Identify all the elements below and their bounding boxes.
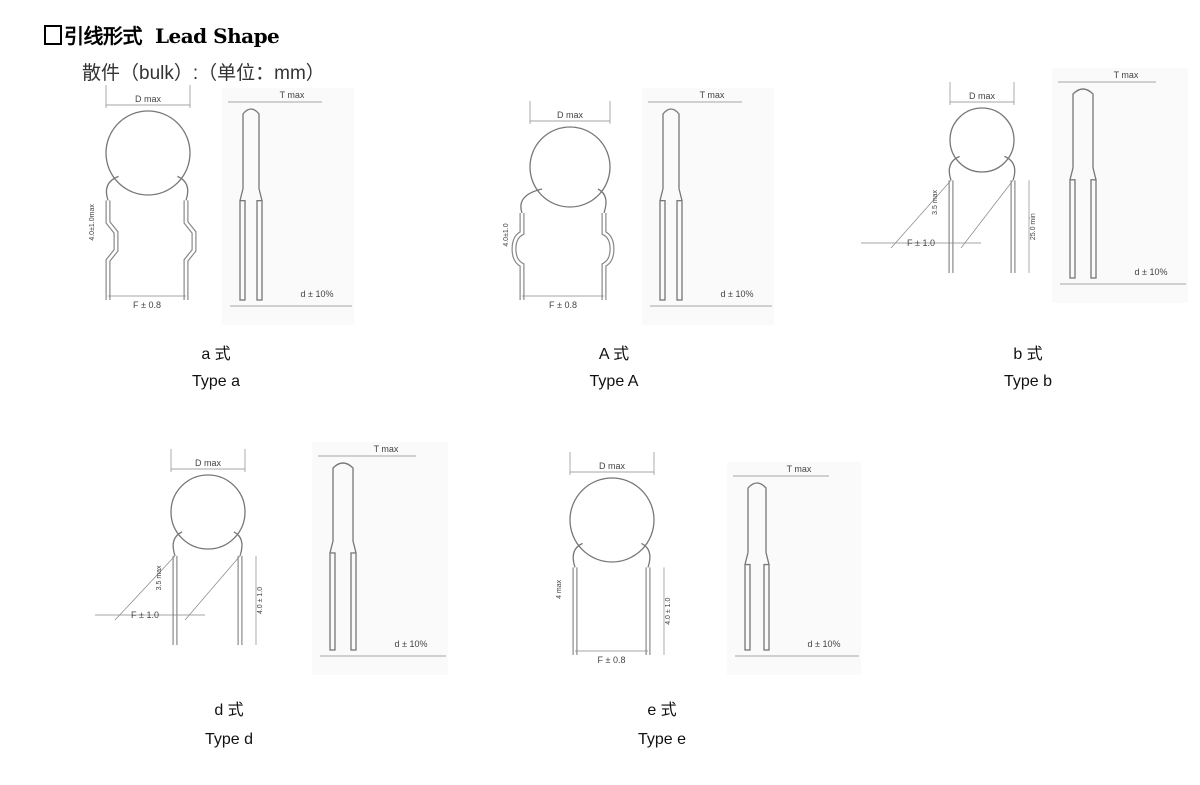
coating-left [948,155,960,181]
lead-length-label: 4.0 ± 1.0 [257,587,264,614]
lead-wire [763,563,770,651]
height-label: 3.5 max [156,565,163,590]
lead-diameter-label: d ± 10% [808,639,841,649]
caption-en-a: Type a [191,373,241,390]
title-en: Lead Shape [154,24,280,48]
f-label: F ± 0.8 [598,655,626,665]
d-max-dimension-label: D max [557,110,584,120]
lead-wire [1090,179,1097,279]
lead-wire-fill [512,213,524,300]
height-label: 4.0±1.0 [503,223,510,246]
side-view: T max d ± 10% [1052,68,1188,303]
f-diagonal [114,555,176,621]
figure-type-d: D max F ± 1.0 3.5 max 4.0 ± 1.0 T max d ± 10% [95,442,448,675]
d-max-dimension-label: D max [135,94,162,104]
caption-cn-d: d 式 [214,702,244,719]
figure-type-e: D max F ± 0.8 4 max 4.0 ± 1.0 T max d ± 10% [556,452,861,675]
lead-diameter-label: d ± 10% [721,289,754,299]
coating-right [177,175,189,201]
side-view-panel [642,88,774,325]
t-max-label: T max [280,90,305,100]
lead-wire [329,552,336,651]
lead-wire-fill [106,200,118,300]
caption-cn-b: b 式 [1013,346,1043,363]
coating-right [233,531,243,557]
capacitor-disc [949,107,1015,173]
lead-wire [239,199,246,301]
caption-en-d: Type d [204,731,254,748]
f-label: F ± 0.8 [549,300,577,310]
figure-type-A: D max F ± 0.8 4.0±1.0 T max d ± 10% [503,88,774,325]
caption-en-A: Type A [589,373,639,390]
disc-edge [239,108,263,201]
coating-right [1004,155,1016,181]
front-view: D max F ± 0.8 4.0±1.0 [503,101,615,310]
capacitor-disc [569,477,655,563]
disc-edge [1069,88,1097,180]
lead-wire [350,552,357,651]
lead-wire [744,563,751,651]
capacitor-disc [105,110,191,196]
caption-en-e: Type e [637,731,687,748]
section-title: 引线形式 Lead Shape [44,20,280,49]
lead-wire-fill [602,213,614,300]
lead-wire [256,199,263,301]
lead-wire [676,199,683,301]
coating-left [520,188,543,214]
disc-edge [659,108,683,201]
lead-diameter-label: d ± 10% [301,289,334,299]
checkbox-square-icon [44,25,62,45]
d-max-dimension-label: D max [195,458,222,468]
d-max-dimension-label: D max [599,461,626,471]
coating-left [105,175,119,201]
f-label: F ± 0.8 [133,300,161,310]
side-view: T max d ± 10% [222,88,354,325]
height-label: 3.5 max [932,189,939,214]
f-diagonal [960,180,1014,249]
side-view-panel [727,462,861,675]
side-view: T max d ± 10% [312,442,448,675]
figure-type-a: D max F ± 0.8 4.0±1.0max T max d ± 10% [89,85,354,325]
lead-diameter-label: d ± 10% [1135,267,1168,277]
t-max-label: T max [1114,70,1139,80]
t-max-label: T max [787,464,812,474]
front-view: D max F ± 1.0 3.5 max 4.0 ± 1.0 [95,449,264,645]
f-label: F ± 1.0 [907,238,935,248]
height-label: 4 max [556,579,563,599]
coating-left [572,542,583,568]
capacitor-disc [529,126,611,208]
t-max-label: T max [700,90,725,100]
subtitle: 散件（bulk）:（单位：mm） [82,63,325,84]
figure-type-b: D max F ± 1.0 3.5 max 25.0 min T max d ± 10% [861,68,1188,303]
t-max-label: T max [374,444,399,454]
title-cn: 引线形式 [64,24,143,48]
front-view: D max F ± 1.0 3.5 max 25.0 min [861,82,1037,273]
caption-cn-a: a 式 [201,346,231,363]
disc-edge [329,462,357,554]
f-label: F ± 1.0 [131,610,159,620]
lead-diameter-label: d ± 10% [395,639,428,649]
f-diagonal [890,180,952,249]
side-view: T max d ± 10% [727,462,861,675]
front-view: D max F ± 0.8 4.0±1.0max [89,85,197,310]
d-max-dimension-label: D max [969,91,996,101]
coating-left [172,531,183,557]
lead-length-label: 25.0 min [1030,213,1037,240]
lead-wire [1069,179,1076,279]
caption-cn-e: e 式 [647,702,677,719]
capacitor-disc [170,474,246,550]
caption-cn-A: A 式 [598,346,630,363]
lead-length-label: 4.0 ± 1.0 [665,598,672,625]
caption-en-b: Type b [1003,373,1053,390]
disc-edge [744,482,770,565]
coating-right [641,542,651,568]
coating-right [597,188,607,214]
height-label: 4.0±1.0max [89,204,96,241]
lead-wire-fill [184,200,196,300]
side-view: T max d ± 10% [642,88,774,325]
side-view-panel [222,88,354,325]
lead-wire [659,199,666,301]
front-view: D max F ± 0.8 4 max 4.0 ± 1.0 [556,452,672,665]
f-diagonal [184,555,241,621]
